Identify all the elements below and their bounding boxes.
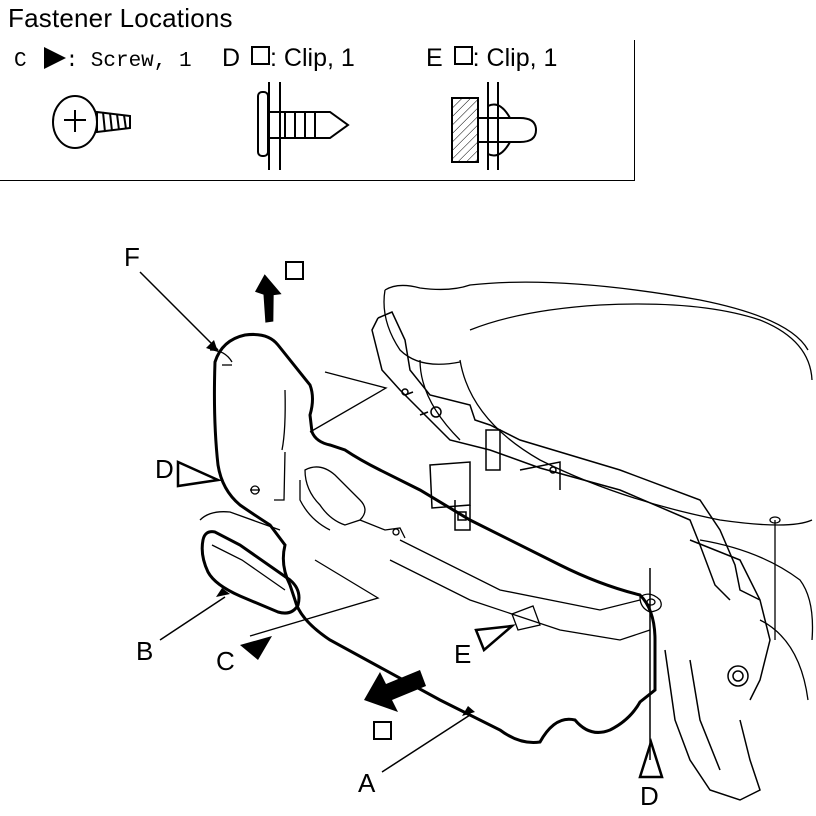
seat-cover-a bbox=[212, 333, 657, 744]
leader-arrowhead bbox=[206, 340, 218, 352]
legend-letter-c: C bbox=[14, 50, 27, 73]
callout-a: A bbox=[358, 768, 376, 798]
legend-text-c: : Screw, 1 bbox=[65, 50, 192, 73]
legend-item-d: D : Clip, 1 bbox=[222, 44, 355, 73]
filled-triangle-icon bbox=[240, 636, 272, 660]
legend-letter-d: D bbox=[222, 44, 241, 72]
legend-text-d: : Clip, 1 bbox=[270, 44, 355, 72]
leader-arrowhead bbox=[216, 588, 230, 597]
square-icon bbox=[251, 46, 271, 65]
seat-cover-details bbox=[199, 349, 662, 641]
clip-e-illustration bbox=[451, 82, 538, 170]
callout-e: E bbox=[454, 639, 472, 669]
callout-c: C bbox=[216, 646, 235, 676]
screw-illustration bbox=[52, 95, 131, 149]
seat-bracket bbox=[371, 311, 761, 601]
square-icon bbox=[373, 721, 392, 740]
fastener-legend-frame bbox=[0, 40, 635, 181]
legend-item-e: E : Clip, 1 bbox=[426, 44, 557, 73]
outline-triangle-icon bbox=[474, 624, 516, 653]
callout-f: F bbox=[124, 242, 140, 272]
leader-arrowhead bbox=[462, 706, 475, 716]
seat-outline bbox=[383, 281, 814, 701]
handle-trim-b-detail bbox=[211, 544, 286, 591]
outline-triangle-icon bbox=[638, 737, 664, 779]
callout-d-lower: D bbox=[640, 781, 659, 811]
outline-triangle-icon bbox=[176, 460, 223, 488]
up-arrow-icon bbox=[255, 274, 282, 323]
leader-lines bbox=[139, 271, 471, 773]
hinge-assembly bbox=[649, 539, 771, 801]
legend-letter-e: E bbox=[426, 44, 443, 72]
down-left-arrow-icon bbox=[364, 670, 426, 712]
square-icon bbox=[285, 261, 304, 280]
filled-triangle-icon bbox=[43, 47, 66, 69]
handle-trim-b bbox=[200, 530, 301, 615]
legend-text-e: : Clip, 1 bbox=[472, 44, 558, 72]
legend-item-c: C : Screw, 1 bbox=[14, 44, 192, 73]
callout-b: B bbox=[136, 636, 154, 666]
clip-d-illustration bbox=[257, 82, 350, 170]
page-title: Fastener Locations bbox=[8, 3, 233, 33]
callout-d: D bbox=[155, 454, 174, 484]
square-icon bbox=[453, 46, 473, 65]
